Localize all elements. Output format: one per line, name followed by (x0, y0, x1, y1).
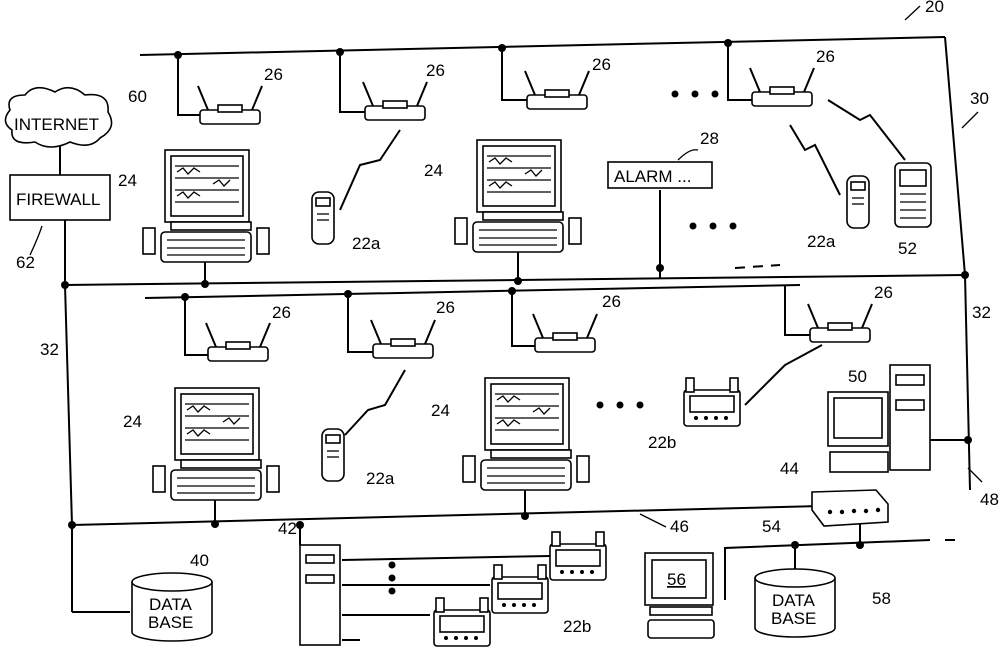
ref-26-a: 26 (264, 65, 283, 84)
access-point-row-top (198, 68, 814, 124)
wireless-links (340, 100, 905, 435)
db-left-text-1: DATA (149, 595, 192, 614)
ref-26-c: 26 (592, 55, 611, 74)
ref-60: 60 (128, 87, 147, 106)
ref-26-g: 26 (602, 292, 621, 311)
ref-42: 42 (278, 519, 297, 538)
ref-28: 28 (700, 129, 719, 148)
db-left-text-2: BASE (148, 613, 193, 632)
ref-48: 48 (980, 490, 999, 509)
ref-32-left: 32 (40, 340, 59, 359)
ref-24-b: 24 (424, 161, 443, 180)
ref-22a-a: 22a (352, 234, 381, 253)
internet-cloud: INTERNET (5, 88, 111, 147)
reference-labels: 20 26 26 26 26 26 26 26 26 24 24 24 24 2… (16, 0, 999, 636)
network-hub (812, 490, 888, 526)
ref-20: 20 (925, 0, 944, 16)
pda-device (895, 163, 931, 227)
ref-22a-b: 22a (807, 232, 836, 251)
ref-58: 58 (872, 589, 891, 608)
ref-26-d: 26 (816, 47, 835, 66)
ref-50: 50 (848, 367, 867, 386)
internet-label: INTERNET (14, 115, 99, 134)
ref-62: 62 (16, 253, 35, 272)
ref-26-b: 26 (426, 61, 445, 80)
ref-32-right: 32 (972, 303, 991, 322)
db-right-text-2: BASE (771, 609, 816, 628)
ref-24-c: 24 (123, 412, 142, 431)
ref-40: 40 (190, 551, 209, 570)
admin-workstation (828, 365, 930, 472)
terminal-56 (645, 553, 714, 638)
ref-54: 54 (762, 517, 781, 536)
ref-22b-a: 22b (648, 433, 676, 452)
ref-56: 56 (667, 570, 686, 589)
ref-24-d: 24 (431, 401, 450, 420)
ref-22a-c: 22a (366, 469, 395, 488)
ref-44: 44 (780, 459, 799, 478)
ref-26-h: 26 (874, 283, 893, 302)
ref-24-a: 24 (118, 171, 137, 190)
firewall-box: FIREWALL (10, 175, 110, 220)
alarm-panel: ALARM ... (608, 150, 712, 188)
ref-26-e: 26 (272, 303, 291, 322)
ref-52: 52 (898, 239, 917, 258)
db-right-text-1: DATA (772, 591, 815, 610)
firewall-label: FIREWALL (16, 190, 100, 209)
ref-26-f: 26 (436, 298, 455, 317)
access-point-row-middle (206, 304, 872, 361)
ref-22b-b: 22b (563, 617, 591, 636)
alarm-text: ALARM ... (614, 167, 691, 186)
ref-30: 30 (970, 89, 989, 108)
ref-46: 46 (670, 517, 689, 536)
server-tower (300, 545, 340, 645)
monitor-workstations (143, 140, 589, 500)
